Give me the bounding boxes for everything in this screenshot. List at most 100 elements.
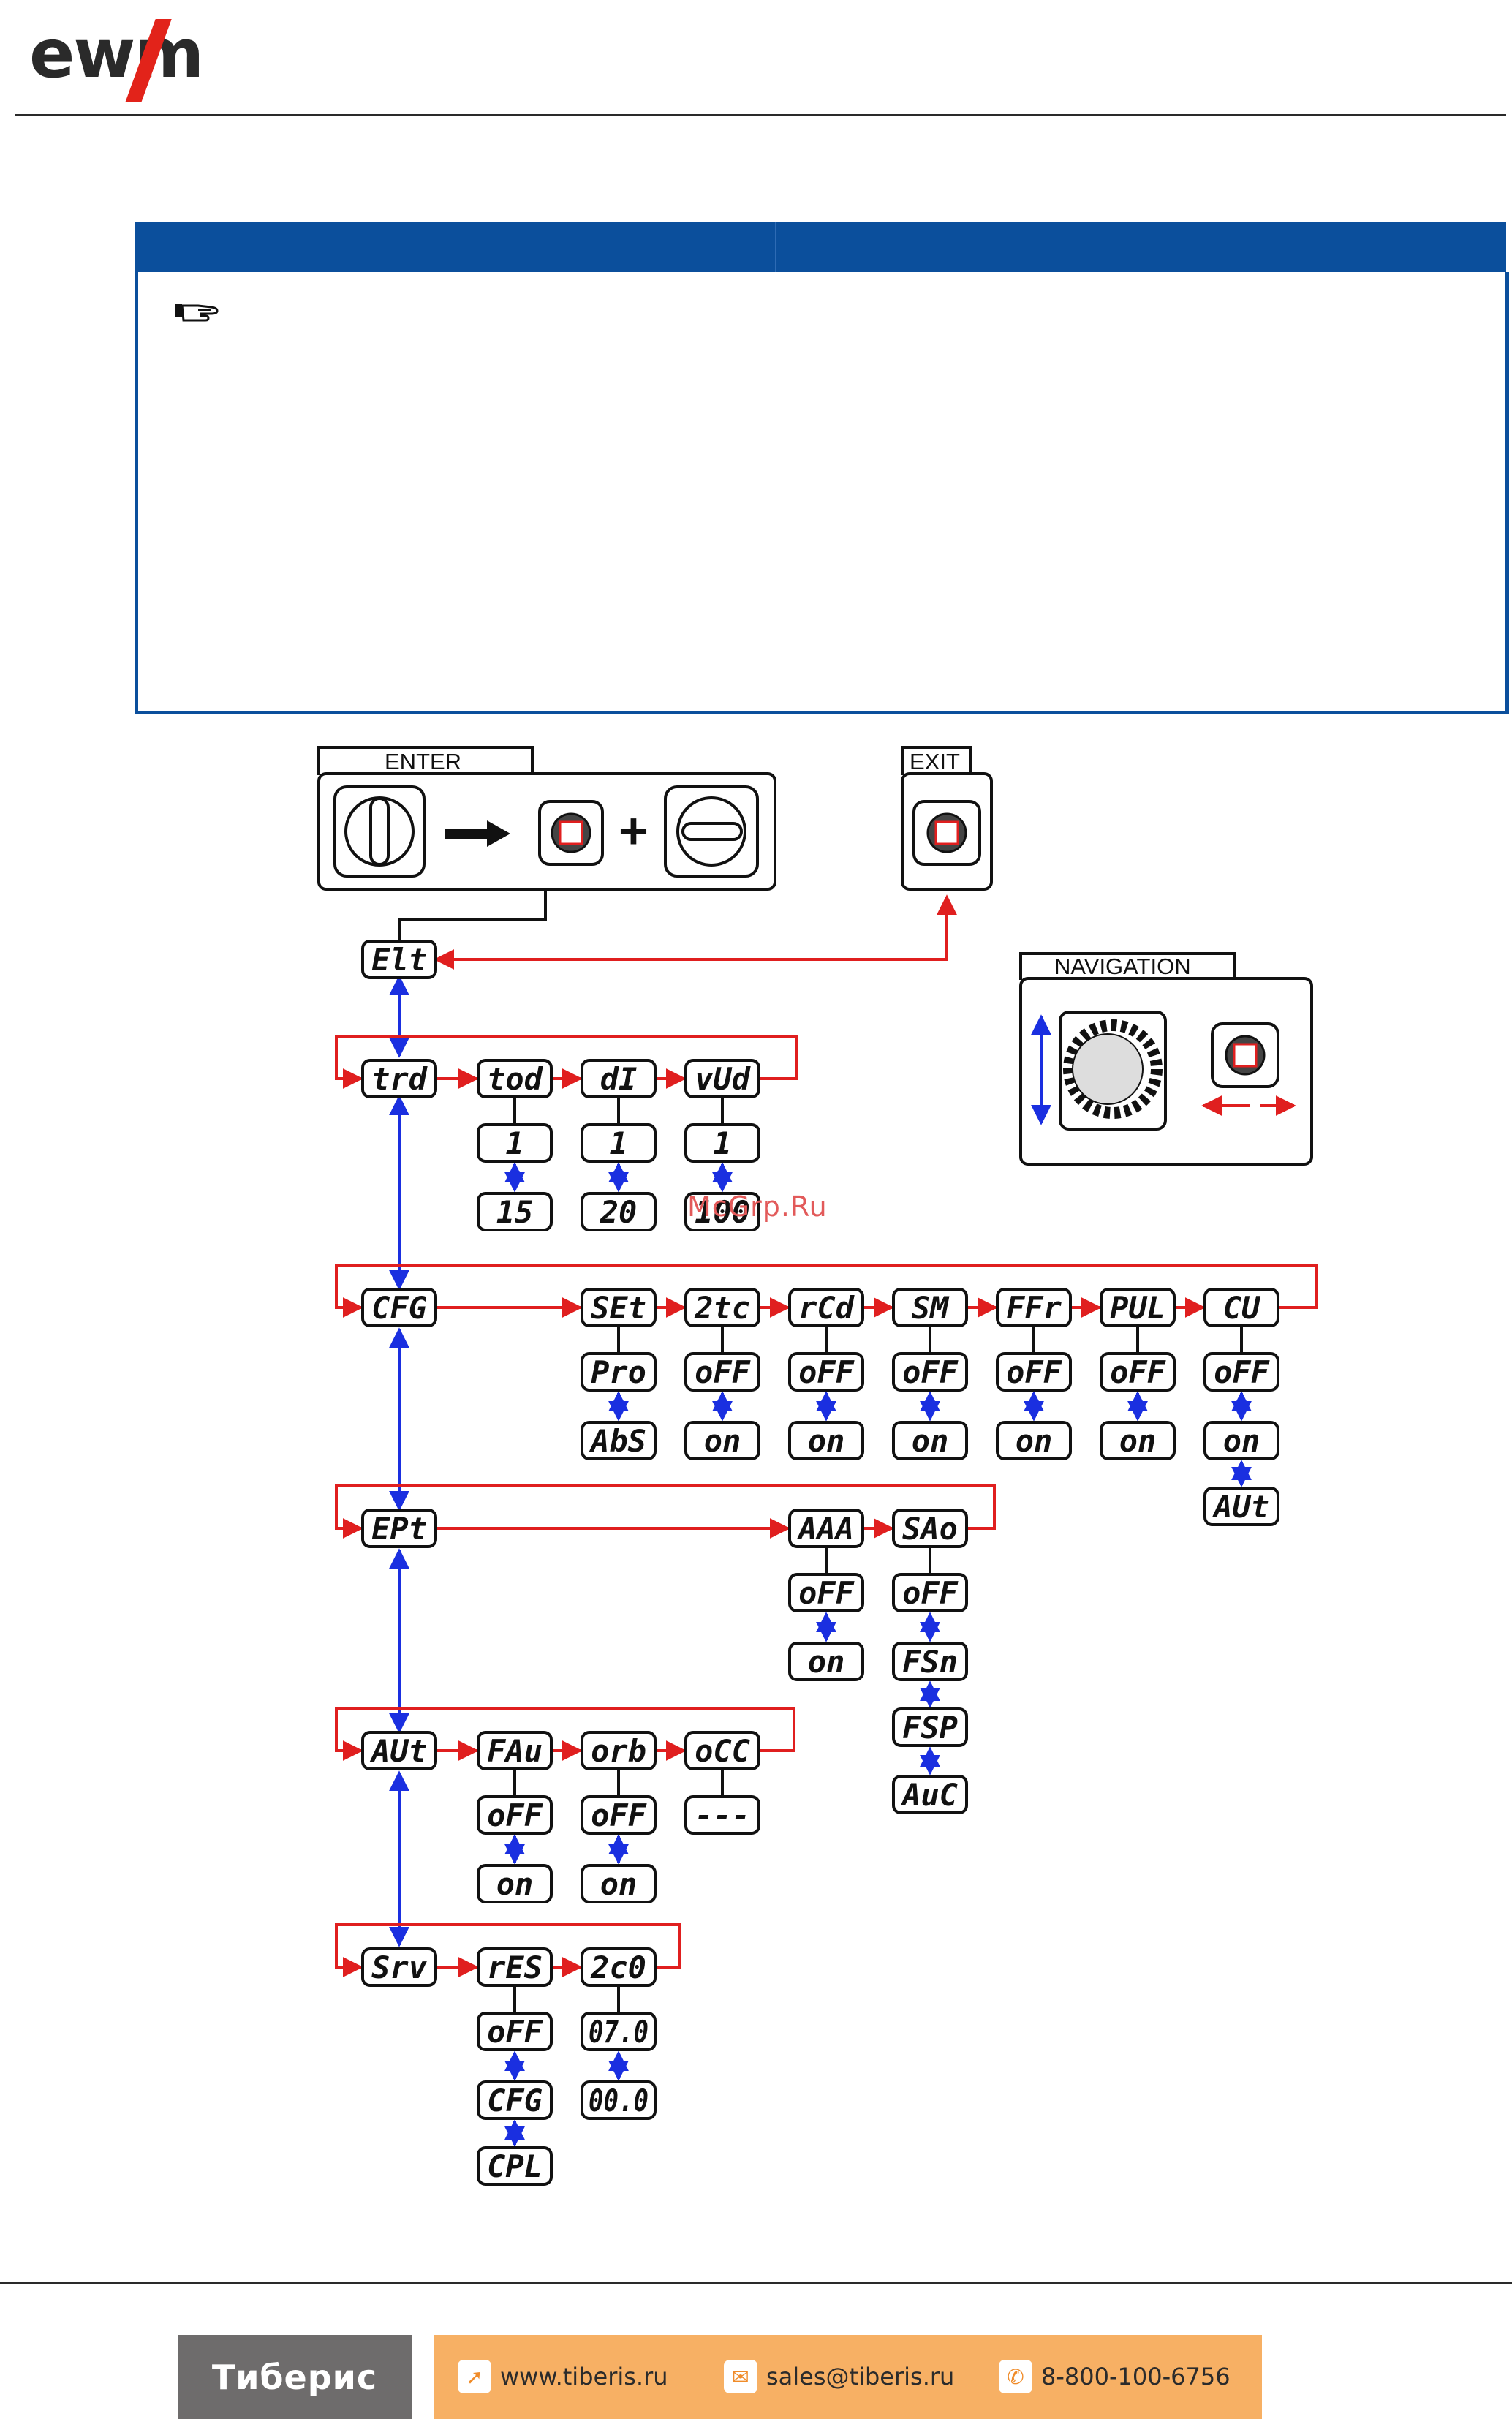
menu-aut: AUt — [361, 1731, 437, 1770]
menu-cfg-5: PUL — [1100, 1288, 1176, 1327]
menu-aut-2-val-0: --- — [684, 1795, 760, 1835]
cursor-icon: ➚ — [458, 2360, 491, 2393]
footer-contact-bar — [434, 2335, 1262, 2419]
menu-ept-1-val-3-text: AuC — [900, 1777, 958, 1813]
menu-ept-0-text: AAA — [796, 1511, 854, 1547]
menu-cfg-3-val-1-text: on — [912, 1423, 949, 1459]
menu-cfg-6: CU — [1203, 1288, 1279, 1327]
menu-trd-2-val-1-text: 100 — [695, 1194, 750, 1230]
menu-ept-1-val-2: FSP — [892, 1707, 968, 1747]
menu-srv-0-val-2-text: CPL — [487, 2148, 543, 2184]
menu-cfg-0-val-1-text: AbS — [589, 1423, 646, 1459]
phone-icon: ✆ — [999, 2360, 1032, 2393]
menu-ept-1-text: SAo — [902, 1511, 958, 1547]
exit-panel: EXIT — [901, 746, 993, 891]
menu-cfg-6-val-2-text: AUt — [1212, 1489, 1269, 1525]
menu-ept-1-val-3: AuC — [892, 1775, 968, 1814]
footer-phone[interactable]: ✆ 8-800-100-6756 — [999, 2358, 1231, 2396]
diagram-links — [335, 889, 1318, 2147]
menu-aut-1: orb — [581, 1731, 657, 1770]
phone-text: 8-800-100-6756 — [1041, 2363, 1231, 2390]
menu-trd-1-val-1-text: 20 — [600, 1194, 638, 1230]
menu-trd-1: dI — [581, 1059, 657, 1098]
menu-aut-0-text: FAu — [487, 1733, 543, 1769]
menu-ept-1-val-1: FSn — [892, 1642, 968, 1681]
menu-srv-0-val-1: CFG — [477, 2080, 553, 2120]
enter-label: ENTER — [385, 749, 461, 774]
email-text: sales@tiberis.ru — [766, 2363, 955, 2390]
menu-ept-0-val-0: oFF — [788, 1573, 864, 1612]
menu-cfg-1: 2tc — [684, 1288, 760, 1327]
pointing-hand-icon — [175, 304, 219, 322]
menu-aut-2-text: oCC — [695, 1733, 750, 1769]
menu-trd-2-text: vUd — [695, 1061, 752, 1097]
menu-ept-0-val-1: on — [788, 1642, 864, 1681]
footer-website[interactable]: ➚ www.tiberis.ru — [458, 2358, 668, 2396]
note-header-bar — [135, 222, 1506, 273]
tiberis-logo: Тиберис — [178, 2335, 412, 2419]
menu-srv-1-val-1-text: 00.0 — [589, 2083, 649, 2118]
menu-cfg-6-text: CU — [1223, 1290, 1261, 1326]
menu-cfg-1-val-1: on — [684, 1421, 760, 1460]
menu-trd-2-val-1: 100 — [684, 1192, 760, 1231]
website-text: www.tiberis.ru — [500, 2363, 668, 2390]
menu-cfg-5-val-0-text: oFF — [1110, 1354, 1166, 1390]
menu-cfg-2-text: rCd — [798, 1290, 855, 1326]
menu-trd-0-val-0: 1 — [477, 1123, 553, 1163]
navigation-label: NAVIGATION — [1054, 954, 1191, 979]
menu-aut-0-val-0-text: oFF — [487, 1797, 543, 1833]
menu-srv-0-text: rES — [487, 1950, 543, 1985]
menu-ept-1: SAo — [892, 1509, 968, 1548]
menu-trd-text: trd — [371, 1061, 428, 1097]
menu-cfg-4: FFr — [996, 1288, 1072, 1327]
menu-aut-0-val-1-text: on — [496, 1866, 534, 1902]
menu-cfg-0-val-0: Pro — [581, 1352, 657, 1392]
menu-aut-0: FAu — [477, 1731, 553, 1770]
menu-cfg-1-val-0: oFF — [684, 1352, 760, 1392]
menu-ept: EPt — [361, 1509, 437, 1548]
menu-cfg-3-val-1: on — [892, 1421, 968, 1460]
menu-srv-0: rES — [477, 1947, 553, 1987]
menu-cfg-4-val-1-text: on — [1016, 1423, 1053, 1459]
menu-srv-1-val-0-text: 07.0 — [589, 2014, 649, 2050]
menu-cfg-6-val-0-text: oFF — [1214, 1354, 1270, 1390]
menu-cfg-0: SEt — [581, 1288, 657, 1327]
menu-aut-1-val-1-text: on — [600, 1866, 638, 1902]
plus-sign: + — [619, 802, 649, 859]
menu-srv-1-text: 2c0 — [590, 1950, 646, 1985]
watermark-text: McGrp.Ru — [687, 1190, 828, 1223]
footer-email[interactable]: ✉ sales@tiberis.ru — [724, 2358, 954, 2396]
menu-cfg-2-val-1-text: on — [808, 1423, 845, 1459]
menu-cfg-6-val-1-text: on — [1223, 1423, 1260, 1459]
menu-srv: Srv — [361, 1947, 437, 1987]
menu-cfg-5-val-1-text: on — [1119, 1423, 1157, 1459]
menu-cfg-1-val-1-text: on — [704, 1423, 741, 1459]
menu-aut-2: oCC — [684, 1731, 760, 1770]
menu-cfg-4-val-0-text: oFF — [1006, 1354, 1062, 1390]
navigation-panel: NAVIGATION — [1019, 952, 1313, 1166]
exit-label: EXIT — [910, 749, 960, 774]
menu-cfg-0-val-1: AbS — [581, 1421, 657, 1460]
menu-cfg-0-text: SEt — [591, 1290, 646, 1326]
menu-cfg-4-val-0: oFF — [996, 1352, 1072, 1392]
menu-cfg-5-val-1: on — [1100, 1421, 1176, 1460]
menu-cfg-2: rCd — [788, 1288, 864, 1327]
menu-cfg-4-text: FFr — [1006, 1290, 1062, 1326]
menu-trd-0: tod — [477, 1059, 553, 1098]
menu-cfg-3-text: SM — [912, 1290, 950, 1326]
menu-trd-0-val-0-text: 1 — [505, 1125, 523, 1161]
menu-srv-0-val-0-text: oFF — [487, 2014, 543, 2050]
menu-aut-0-val-1: on — [477, 1864, 553, 1903]
menu-cfg-text: CFG — [371, 1290, 427, 1326]
envelope-icon: ✉ — [724, 2360, 757, 2393]
menu-ept-0: AAA — [788, 1509, 864, 1548]
menu-trd-2: vUd — [684, 1059, 760, 1098]
menu-root-text: Elt — [371, 942, 427, 978]
menu-cfg-5-val-0: oFF — [1100, 1352, 1176, 1392]
menu-aut-0-val-0: oFF — [477, 1795, 553, 1835]
menu-ept-0-val-0-text: oFF — [798, 1575, 855, 1611]
menu-trd-0-val-1: 15 — [477, 1192, 553, 1231]
note-header-divider — [775, 222, 776, 273]
menu-trd-2-val-0: 1 — [684, 1123, 760, 1163]
